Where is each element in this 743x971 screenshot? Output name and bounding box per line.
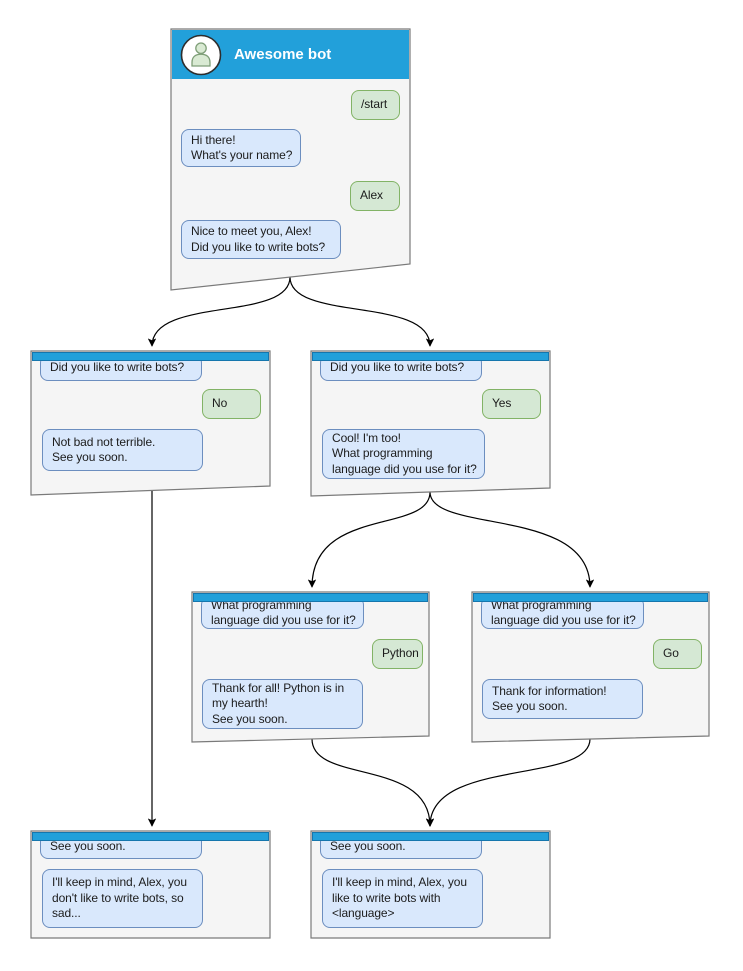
bot-message: Cool! I'm too! What programming language… bbox=[322, 429, 485, 479]
window-titlebar bbox=[32, 832, 269, 841]
user-message: Python bbox=[372, 639, 423, 669]
user-message: No bbox=[202, 389, 261, 419]
chat-window-go-branch: What programming language did you use fo… bbox=[471, 591, 710, 743]
window-titlebar bbox=[312, 832, 549, 841]
window-titlebar bbox=[473, 593, 708, 602]
chat-window-end-language: See you soon. I'll keep in mind, Alex, y… bbox=[310, 830, 551, 939]
chat-window-end-no: See you soon. I'll keep in mind, Alex, y… bbox=[30, 830, 271, 939]
bot-message: Thank for all! Python is in my hearth! S… bbox=[202, 679, 363, 729]
user-message: Go bbox=[653, 639, 702, 669]
user-message: Yes bbox=[482, 389, 541, 419]
window-titlebar bbox=[32, 352, 269, 361]
bot-message: Nice to meet you, Alex! Did you like to … bbox=[181, 220, 341, 259]
connector-yes-to-go bbox=[429, 491, 595, 588]
bot-message: Hi there! What's your name? bbox=[181, 129, 301, 167]
connector-yes-to-python bbox=[307, 491, 431, 588]
user-message: Alex bbox=[350, 181, 400, 211]
connector-python-to-end bbox=[311, 738, 435, 827]
window-header: Awesome bot bbox=[172, 30, 409, 79]
chat-window-root: Awesome bot /start Hi there! What's your… bbox=[170, 28, 411, 291]
bot-message: Thank for information! See you soon. bbox=[482, 679, 643, 719]
window-titlebar bbox=[312, 352, 549, 361]
window-titlebar bbox=[193, 593, 428, 602]
person-icon bbox=[191, 53, 211, 67]
bot-message: Not bad not terrible. See you soon. bbox=[42, 429, 203, 471]
bot-name: Awesome bot bbox=[234, 46, 332, 63]
chat-window-python-branch: What programming language did you use fo… bbox=[191, 591, 430, 743]
user-message: /start bbox=[351, 90, 400, 120]
chat-window-no-branch: Did you like to write bots? No Not bad n… bbox=[30, 350, 271, 496]
chat-window-yes-branch: Did you like to write bots? Yes Cool! I'… bbox=[310, 350, 551, 497]
connector-go-to-end bbox=[425, 738, 591, 827]
bot-message: I'll keep in mind, Alex, you like to wri… bbox=[322, 869, 483, 928]
bot-avatar-icon bbox=[180, 34, 222, 75]
bot-message: I'll keep in mind, Alex, you don't like … bbox=[42, 869, 203, 928]
